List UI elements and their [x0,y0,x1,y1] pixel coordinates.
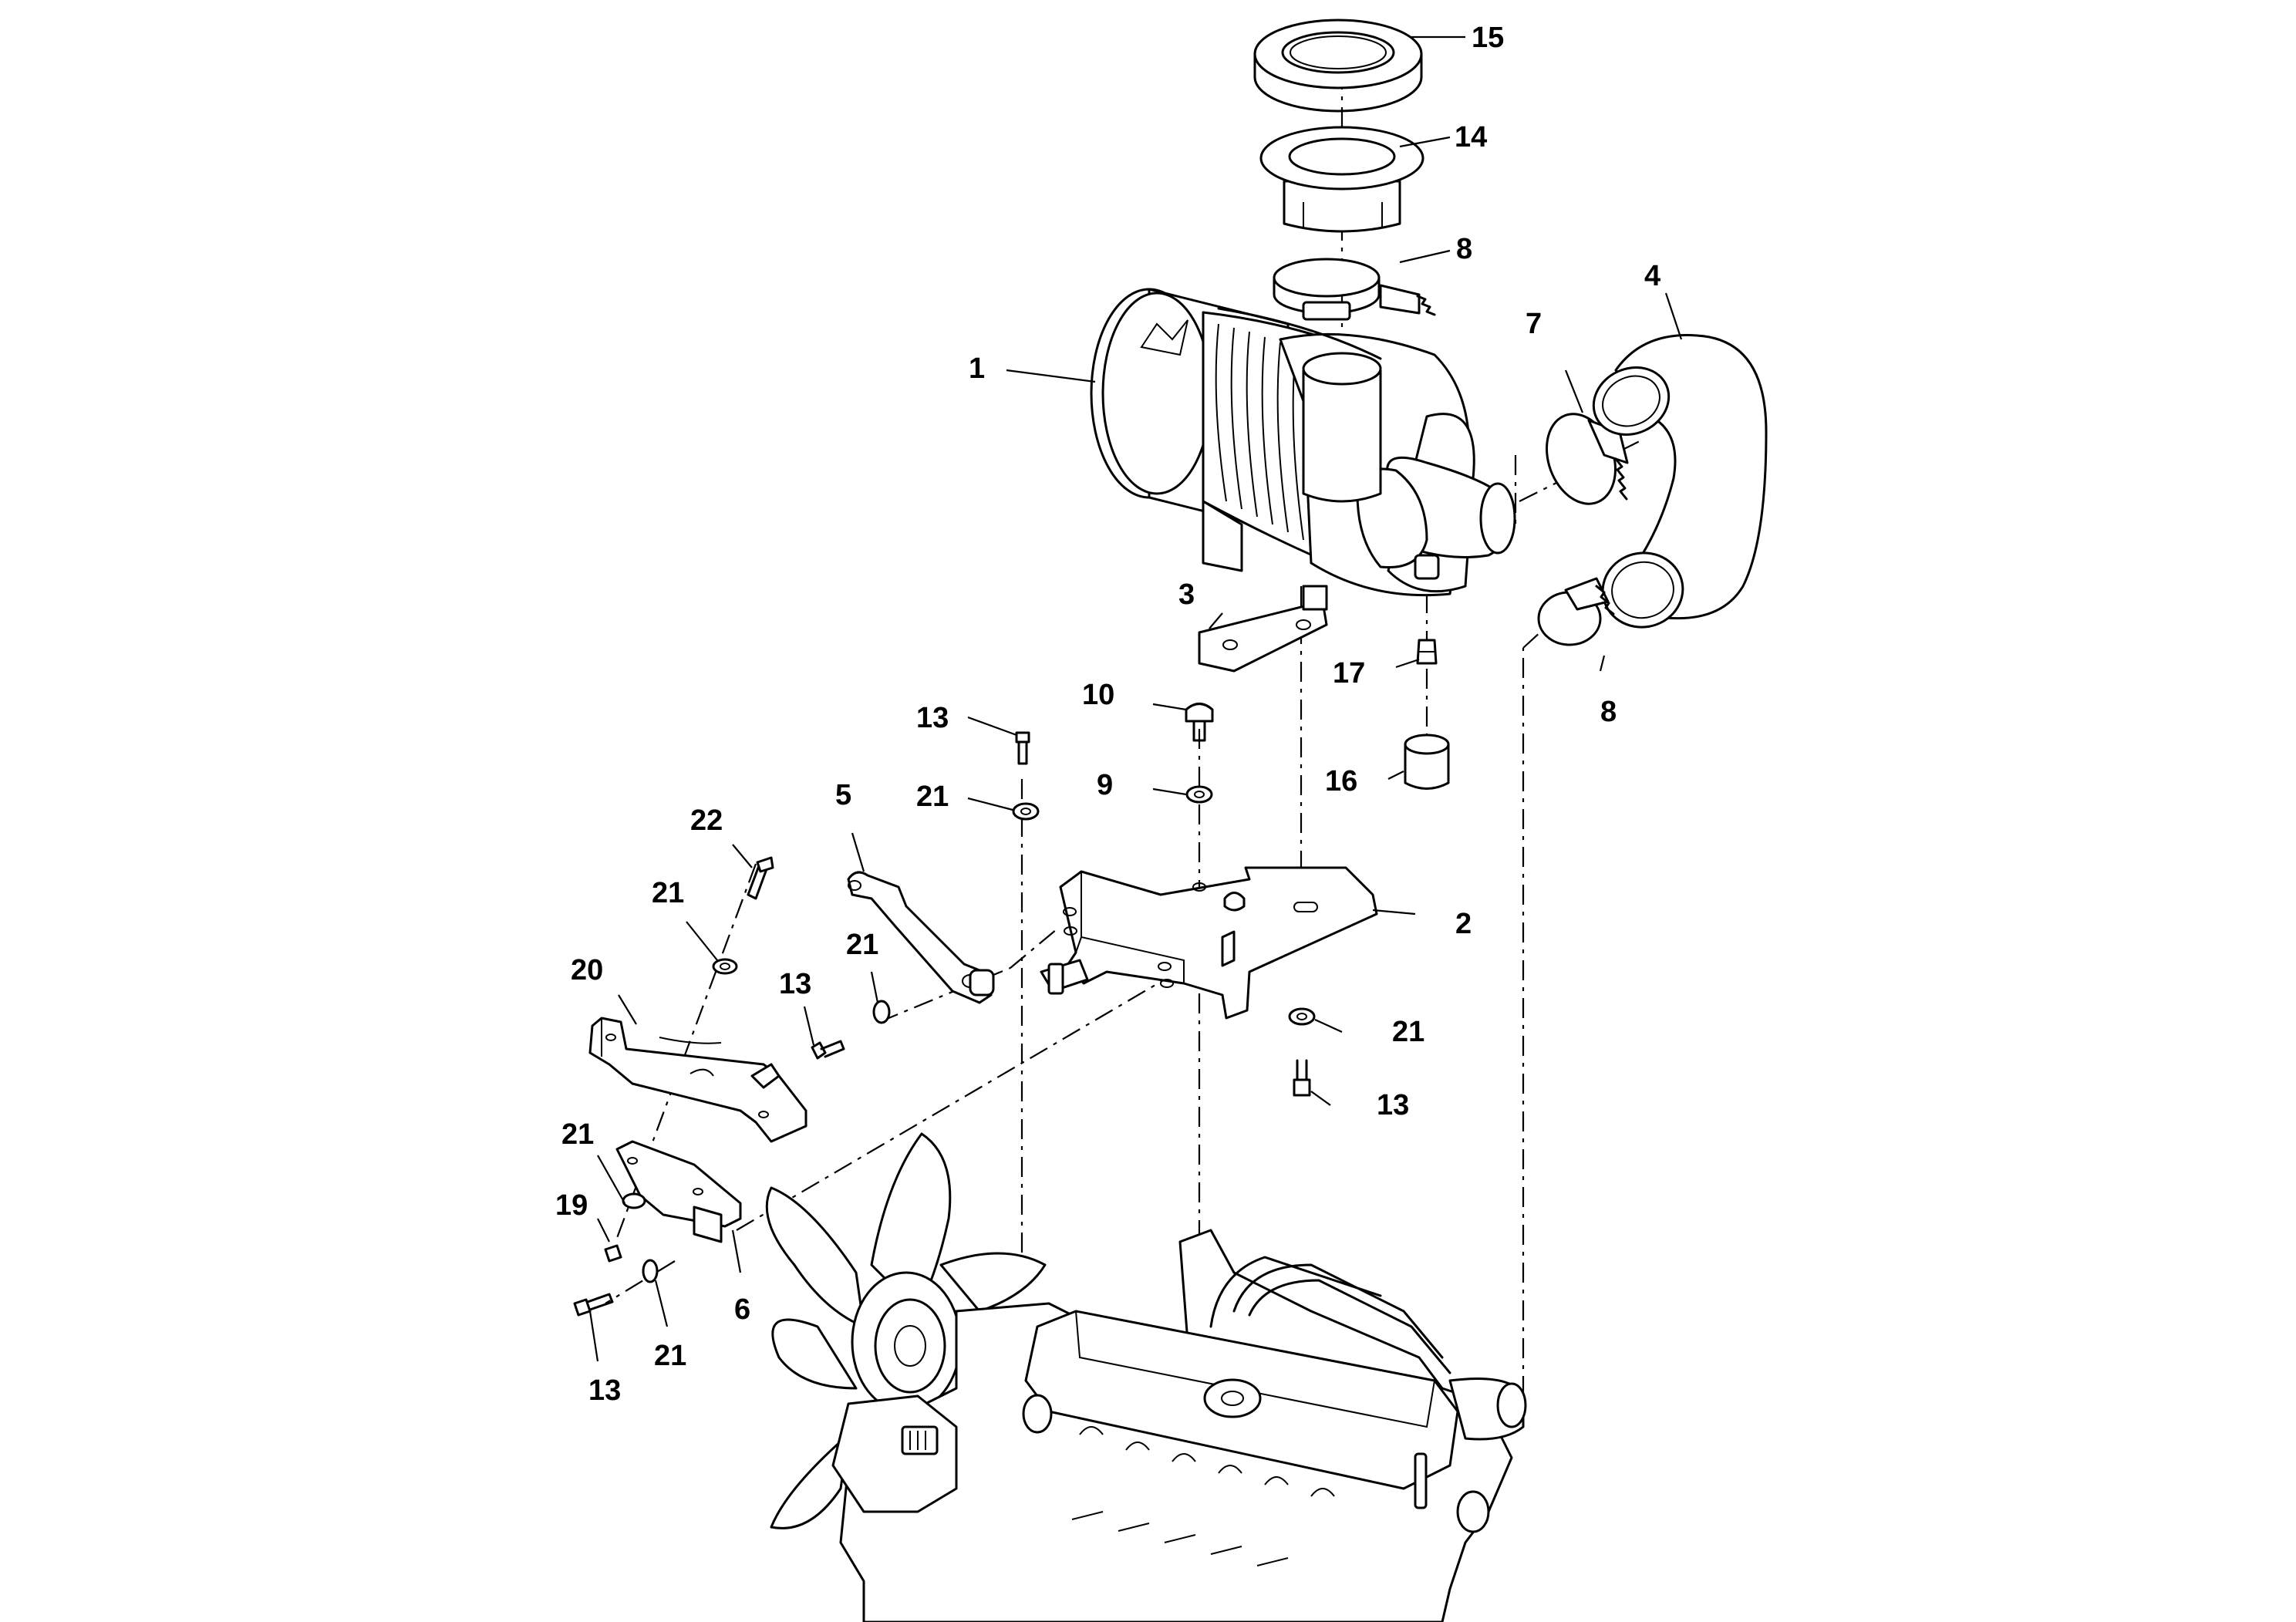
callout-17: 17 [1333,657,1365,690]
callout-9: 9 [1097,769,1113,801]
callout-21-top: 21 [916,781,949,813]
callout-6: 6 [734,1293,750,1326]
callout-13-mid: 13 [779,968,811,1000]
engine-block [765,1132,1527,1622]
part-14-adaptor [1259,126,1424,233]
part-2-mounting-plate [1040,866,1378,1020]
part-8-lower-clamp [1537,577,1615,646]
part-4-hose [1592,334,1768,629]
part-7-outlet-clamp [1546,413,1629,505]
callout-21-upper-left: 21 [652,877,684,909]
callout-21-bottom: 21 [654,1340,686,1372]
assembly-lines [605,69,1644,1396]
part-5-stay [847,871,995,1004]
callout-8-lower: 8 [1600,696,1617,728]
callout-2: 2 [1455,908,1472,940]
part-15-seal-ring [1253,19,1423,113]
callout-16: 16 [1325,765,1357,798]
part-8-upper-clamp [1273,258,1436,321]
callout-21-lower-left: 21 [561,1118,594,1151]
part-17-valve [1416,639,1438,665]
callout-13-right: 13 [1377,1089,1409,1121]
callout-20: 20 [571,954,603,986]
part-16-cap [1404,733,1450,790]
callout-13-bottom: 13 [588,1374,621,1407]
callout-5: 5 [835,779,851,811]
callout-22: 22 [690,804,723,837]
callout-19: 19 [555,1189,588,1222]
callout-7: 7 [1526,308,1542,340]
callout-1: 1 [969,352,985,385]
callout-15: 15 [1472,22,1504,54]
fasteners [573,703,1316,1317]
callout-21-right: 21 [1392,1016,1424,1048]
callouts: 15 14 8 4 1 7 3 17 8 10 13 9 16 21 22 5 … [555,22,1660,1407]
callout-8-upper: 8 [1456,233,1472,265]
callout-13-top: 13 [916,702,949,734]
callout-14: 14 [1455,121,1487,153]
callout-4: 4 [1644,260,1660,292]
part-20-plate [588,1017,807,1143]
callout-21-mid: 21 [846,929,878,961]
leader-lines [588,35,1683,1362]
callout-3: 3 [1178,578,1195,611]
callout-10: 10 [1082,679,1114,711]
part-1-air-filter [1090,288,1516,597]
part-6-bracket [615,1140,742,1243]
part-3-bracket [1198,585,1328,673]
